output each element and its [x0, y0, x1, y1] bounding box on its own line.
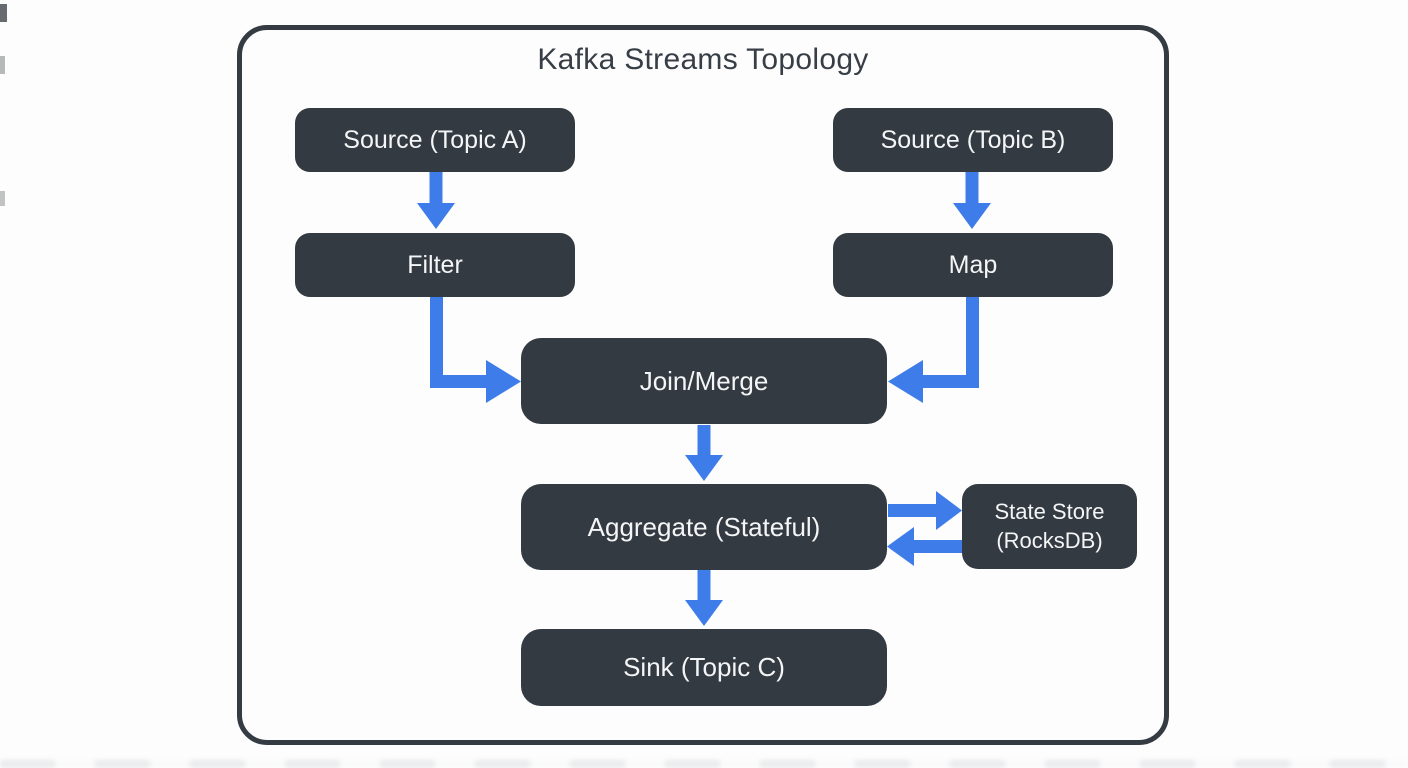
node-source-topic-a: Source (Topic A)	[295, 108, 575, 172]
node-source-topic-b-label: Source (Topic B)	[880, 125, 1066, 154]
node-source-topic-b: Source (Topic B)	[833, 108, 1113, 172]
node-join-merge-label: Join/Merge	[639, 365, 769, 396]
node-source-topic-a-label: Source (Topic A)	[343, 125, 527, 154]
diagram-frame	[237, 25, 1169, 745]
node-filter-label: Filter	[407, 250, 463, 279]
node-map-label: Map	[948, 250, 998, 279]
node-aggregate: Aggregate (Stateful)	[521, 484, 887, 570]
node-state-store: State Store (RocksDB)	[962, 484, 1137, 569]
edge-artifact-left-upper	[0, 56, 5, 74]
node-state-store-label: State Store (RocksDB)	[994, 498, 1105, 553]
node-join-merge: Join/Merge	[521, 338, 887, 424]
edge-artifact-top-left	[0, 4, 7, 22]
node-sink: Sink (Topic C)	[521, 629, 887, 706]
diagram-title: Kafka Streams Topology	[537, 43, 869, 76]
node-filter: Filter	[295, 233, 575, 297]
node-map: Map	[833, 233, 1113, 297]
node-aggregate-label: Aggregate (Stateful)	[587, 511, 821, 542]
node-sink-label: Sink (Topic C)	[623, 652, 785, 682]
edge-artifact-left-mid	[0, 191, 5, 206]
bottom-cropped-content-blur	[0, 760, 1408, 768]
